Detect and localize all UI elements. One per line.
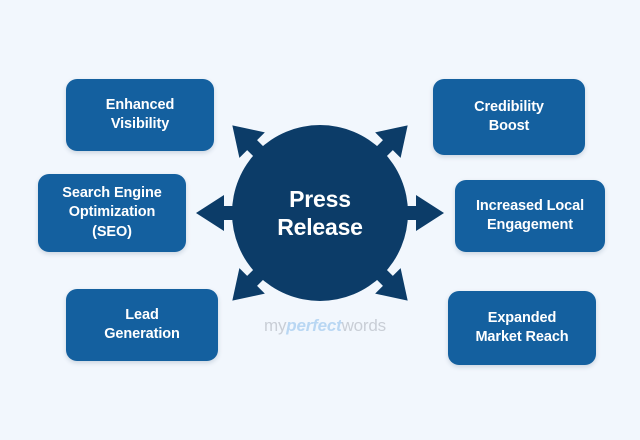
watermark-part-my: my [264, 316, 287, 335]
node-enhanced-visibility[interactable]: Enhanced Visibility [66, 79, 214, 151]
node-label: Increased Local Engagement [475, 197, 585, 233]
node-seo[interactable]: Search Engine Optimization (SEO) [38, 174, 186, 252]
watermark-part-perfect: perfect [286, 316, 342, 335]
arrow-right-icon [394, 195, 444, 231]
watermark-myperfectwords: myperfectwords [255, 316, 395, 336]
central-node-label: Press Release [277, 185, 363, 240]
watermark-part-words: words [341, 316, 387, 335]
node-increased-local-engagement[interactable]: Increased Local Engagement [455, 180, 605, 252]
node-label: Expanded Market Reach [475, 309, 569, 345]
node-credibility-boost[interactable]: Credibility Boost [433, 79, 585, 155]
node-label: Enhanced Visibility [105, 96, 175, 132]
node-label: Credibility Boost [474, 98, 544, 134]
central-node-press-release: Press Release [232, 125, 408, 301]
node-expanded-market-reach[interactable]: Expanded Market Reach [448, 291, 596, 365]
node-label: Lead Generation [104, 306, 180, 342]
node-lead-generation[interactable]: Lead Generation [66, 289, 218, 361]
node-label: Search Engine Optimization (SEO) [62, 185, 162, 240]
arrow-left-icon [196, 195, 246, 231]
